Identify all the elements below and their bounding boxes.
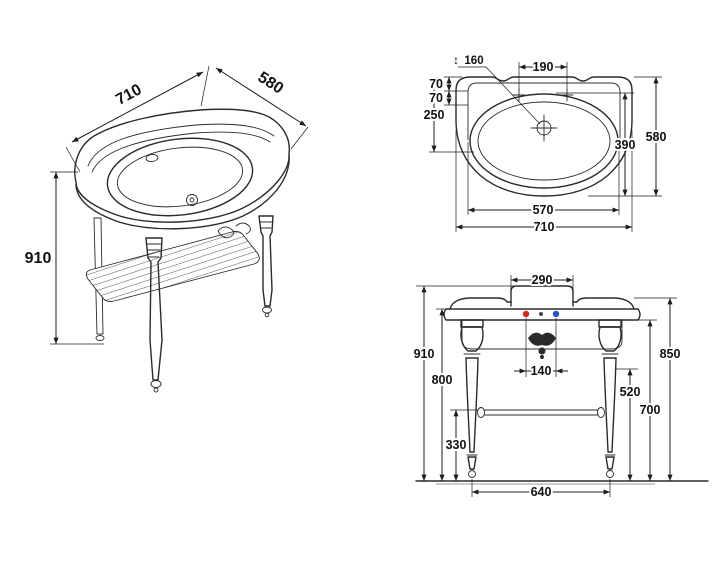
plan-view: ↕ 160 190 70 70 250 580 390 570 710 [422,53,669,236]
clearance-height-label: 700 [640,403,661,417]
tap-hole-symbol [530,114,558,142]
front-deck [443,308,641,321]
back-left-leg [93,217,104,335]
front-leg-right [598,319,622,478]
front-view: 290 910 800 330 140 520 700 850 640 [412,271,709,501]
drain-hole [186,194,198,206]
plan-bowl-inner [477,101,611,181]
tap-offset-symbol: ↕ [453,55,459,67]
front-extension-lines [416,275,677,497]
front-leg-left [460,319,484,478]
plan-extension-lines [429,62,662,232]
inner-width-label: 570 [533,203,554,217]
tap-offset-label: 160 [464,55,483,67]
back-zone-label: 250 [424,108,445,122]
dim-width-label: 710 [113,81,145,109]
overall-height-label: 910 [414,347,435,361]
overall-depth-label: 580 [646,130,667,144]
dim-depth-label: 580 [255,69,287,98]
bowl-outer [106,137,254,217]
front-backsplash [510,285,574,307]
drain-hole-inner [189,197,195,203]
cold-water-dot [552,310,560,318]
dim-line-width [71,71,204,143]
towel-rail [477,407,605,418]
optional-hole-marks [512,88,574,102]
perspective-view: 710 580 910 [23,65,309,393]
basin-apron-edge [75,154,290,230]
dim-height-label: 910 [25,250,52,267]
dim-line-depth [215,67,307,127]
leg-spacing-label: 640 [531,485,552,499]
splash-width-label: 290 [532,273,553,287]
bowl-length-label: 390 [615,138,636,152]
front-rim-profile [449,297,635,310]
front-right-leg [258,215,274,318]
hole-spacing-label: 190 [533,60,554,74]
plan-inner-deck [467,82,621,141]
tap-span-label: 140 [531,364,552,378]
center-dot [539,312,543,316]
overall-width-label: 710 [534,220,555,234]
apron-ornament [528,332,556,359]
decorative-scroll [217,222,251,239]
back-left-foot [95,335,105,341]
overflow-hole [145,153,159,163]
rim-height-label: 850 [660,347,681,361]
plan-bowl-outer [469,93,619,189]
backsplash-line-1 [87,123,275,167]
edge-a-label: 70 [429,77,443,91]
edge-b-label: 70 [429,91,443,105]
perspective-extension-lines [50,65,309,345]
front-left-leg [145,237,163,393]
bowl-inner [116,146,244,208]
hot-water-dot [522,310,530,318]
towel-shelf [85,231,260,302]
deck-height-label: 800 [432,373,453,387]
leg-turn-height-label: 520 [620,385,641,399]
rail-height-label: 330 [446,438,467,452]
